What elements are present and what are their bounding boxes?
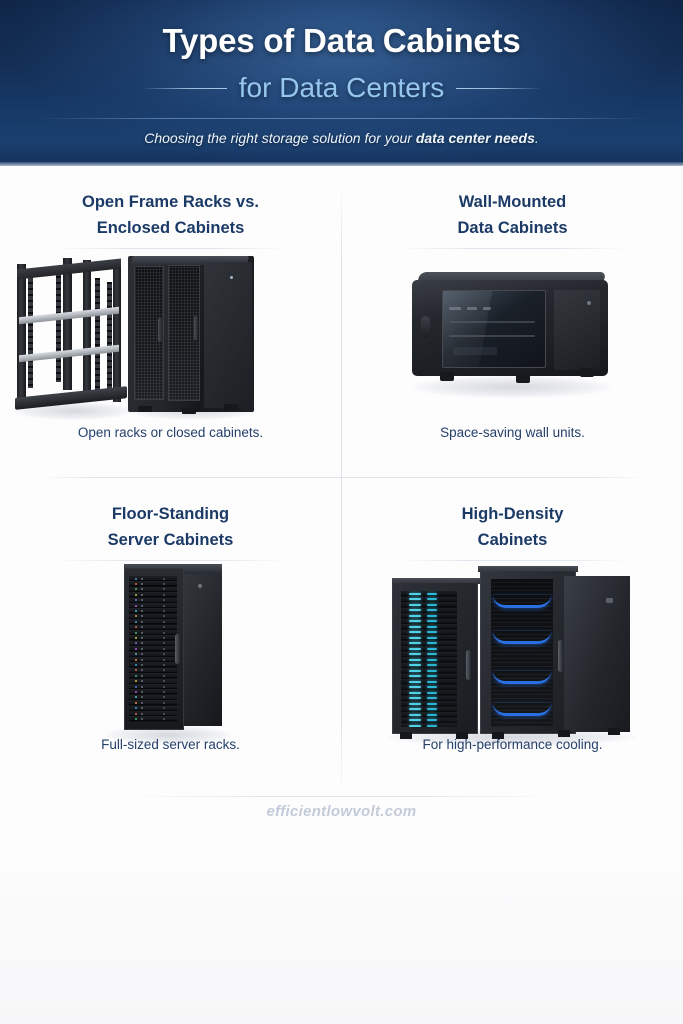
horizontal-divider [38, 477, 645, 478]
tagline-emphasis: data center needs [415, 130, 535, 146]
card-title-underline [52, 560, 289, 561]
enclosed-cabinet-icon [128, 256, 254, 414]
header-banner: Types of Data Cabinets for Data Centers … [0, 0, 683, 166]
page-subtitle: for Data Centers [238, 72, 445, 103]
vertical-divider [341, 180, 342, 800]
card-title: Open Frame Racks vs. Enclosed Cabinets [0, 190, 341, 241]
footer-divider [120, 796, 563, 797]
tagline: Choosing the right storage solution for … [0, 130, 683, 146]
cabinet-shadow [412, 376, 612, 398]
cards-grid: Open Frame Racks vs. Enclosed Cabinets [0, 166, 683, 826]
subtitle-row: for Data Centers [0, 72, 683, 104]
cabinet-shadow [106, 726, 232, 744]
floor-standing-server-cabinet-illustration [0, 564, 341, 744]
card-title-line1: High-Density [461, 505, 564, 523]
card-caption: Full-sized server racks. [101, 737, 240, 752]
card-title-line2: Data Cabinets [457, 218, 568, 237]
card-title-underline [394, 248, 631, 249]
card-title-line1: Open Frame Racks vs. [81, 193, 259, 211]
card-title: High-Density Cabinets [342, 502, 683, 553]
card-floor-standing[interactable]: Floor-Standing Server Cabinets Full-size… [0, 478, 341, 789]
card-title-line2: Enclosed Cabinets [96, 218, 245, 237]
high-density-cabinet-row-illustration [342, 564, 683, 746]
card-title-line1: Wall-Mounted [458, 193, 567, 211]
card-wall-mounted[interactable]: Wall-Mounted Data Cabinets [342, 166, 683, 477]
subtitle-rule-right [456, 87, 543, 89]
card-title: Wall-Mounted Data Cabinets [342, 190, 683, 241]
card-open-frame-vs-enclosed[interactable]: Open Frame Racks vs. Enclosed Cabinets [0, 166, 341, 477]
card-caption: Space-saving wall units. [440, 425, 585, 440]
wall-mounted-cabinet-icon [404, 268, 622, 400]
open-frame-rack-icon [9, 258, 129, 410]
card-title-underline [52, 248, 289, 249]
card-title-line2: Cabinets [477, 530, 548, 549]
card-title-line2: Server Cabinets [107, 530, 234, 549]
header-divider [36, 118, 647, 119]
card-caption: Open racks or closed cabinets. [77, 425, 264, 440]
floor-standing-server-cabinet-icon [118, 564, 224, 736]
card-caption: For high-performance cooling. [422, 737, 603, 752]
card-title-underline [394, 560, 631, 561]
card-title-line1: Floor-Standing [111, 505, 230, 523]
wall-mounted-cabinet-illustration [342, 252, 683, 428]
site-watermark: efficientlowvolt.com [266, 803, 417, 820]
tagline-suffix: . [534, 130, 539, 146]
page-title: Types of Data Cabinets [162, 22, 521, 59]
high-density-cabinets-icon [392, 564, 636, 740]
subtitle-rule-left [140, 87, 227, 89]
tagline-prefix: Choosing the right storage solution for … [144, 130, 416, 146]
card-high-density[interactable]: High-Density Cabinets [342, 478, 683, 789]
open-frame-rack-and-enclosed-cabinet-illustration: vs. [0, 252, 341, 428]
bottom-blank-area [0, 838, 683, 1024]
card-title: Floor-Standing Server Cabinets [0, 502, 341, 553]
